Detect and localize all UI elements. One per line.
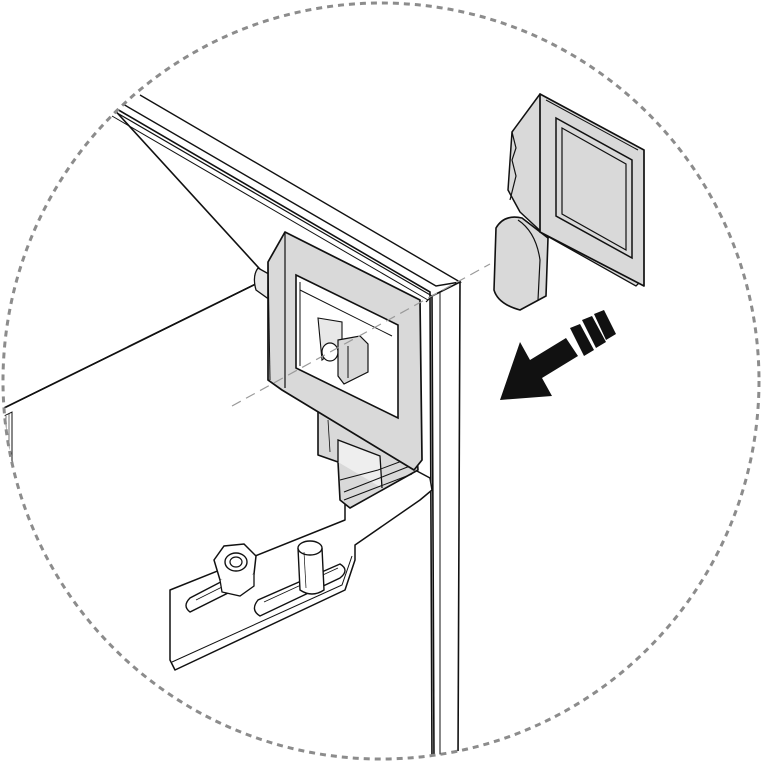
dowel-pin [297, 540, 325, 595]
arrow-insert-icon [500, 310, 616, 400]
catch-cap [493, 93, 645, 311]
mounting-bracket [253, 231, 423, 509]
guide-line [231, 263, 491, 407]
hex-nut [213, 543, 257, 597]
door-edge [111, 94, 463, 759]
